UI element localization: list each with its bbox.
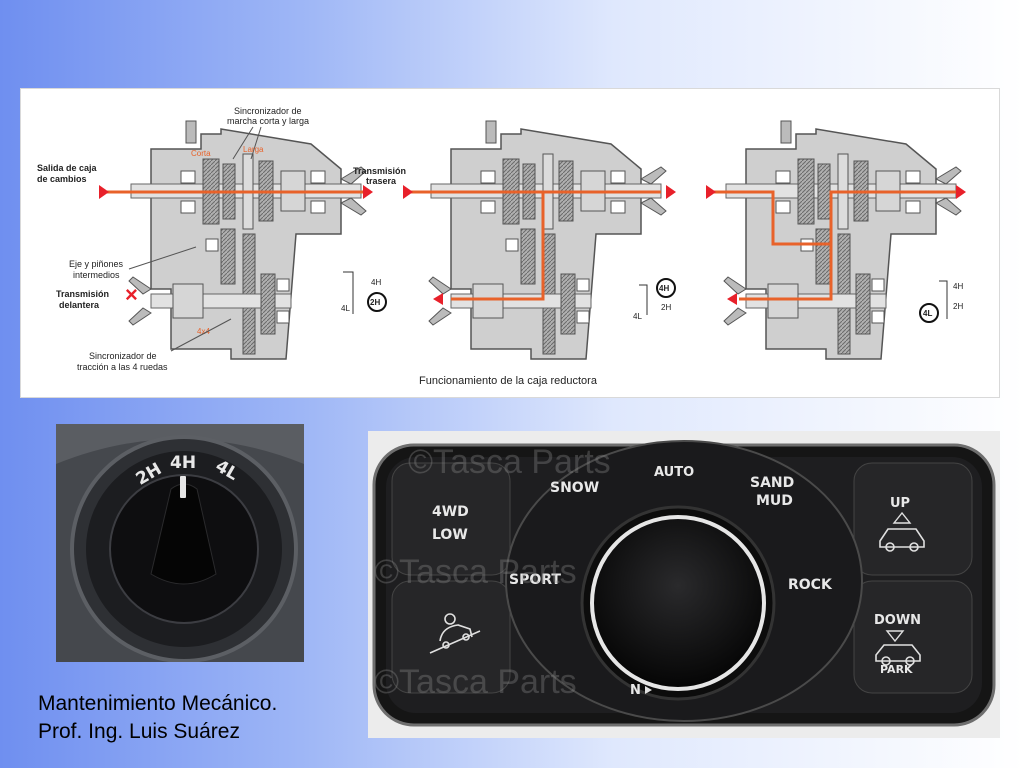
mode-snow[interactable]: SNOW [550, 480, 599, 496]
knob-label-4h: 4H [170, 453, 196, 473]
mode-4l-top: 4H [953, 282, 963, 291]
label-front-transmission-2: delantera [59, 300, 100, 310]
mode-4h-bottom: 4L [633, 312, 642, 321]
park-label: PARK [880, 663, 913, 676]
mode-rock[interactable]: ROCK [788, 577, 833, 593]
down-triangle-icon [885, 630, 905, 643]
diagram-mode-4l: 4H 2H 4L [706, 120, 966, 360]
vehicle-lower-icon [875, 644, 921, 666]
mode-sport[interactable]: SPORT [509, 572, 561, 588]
mode-4h-circled: 4H [659, 284, 669, 293]
n-arrow-icon [645, 686, 652, 694]
course-title: Mantenimiento Mecánico. [38, 692, 278, 715]
label-gearbox-output-1: Salida de caja [37, 163, 98, 173]
mode-sand-label[interactable]: SAND [750, 475, 794, 491]
down-label: DOWN [874, 613, 921, 628]
4wd-low-label-2: LOW [432, 527, 468, 543]
label-front-transmission-1: Transmisión [56, 289, 109, 299]
diagram-mode-4h: 4H 2H 4L [403, 120, 676, 360]
label-countershaft-2: intermedios [73, 270, 120, 280]
watermark-bottom: ©Tasca Parts [374, 663, 577, 701]
watermark-middle: ©Tasca Parts [374, 553, 577, 591]
author-name: Prof. Ing. Luis Suárez [38, 720, 240, 743]
label-sync-4wd-2: tracción a las 4 ruedas [77, 362, 168, 372]
mode-2h-top: 4H [371, 278, 381, 287]
label-countershaft-1: Eje y piñones [69, 259, 124, 269]
hill-descent-icon [429, 613, 481, 654]
mode-n[interactable]: N [630, 683, 641, 698]
label-larga: Larga [243, 145, 264, 154]
label-corta: Corta [191, 149, 211, 158]
diagram-caption: Funcionamiento de la caja reductora [419, 375, 598, 387]
up-label: UP [890, 496, 910, 511]
label-sync-high-low-2: marcha corta y larga [227, 116, 309, 126]
transfer-case-diagram: × 4H 2H 4L 4H 2H 4L 4H 2H 4L Sincronizad… [20, 88, 1000, 398]
mode-4h-middle: 2H [661, 303, 671, 312]
mode-2h-bottom: 4L [341, 304, 350, 313]
vehicle-raise-icon [879, 528, 925, 552]
transfer-case-illustration: × 4H 2H 4L 4H 2H 4L 4H 2H 4L Sincronizad… [37, 106, 966, 387]
label-sync-high-low-1: Sincronizador de [234, 106, 302, 116]
down-park-button[interactable] [853, 580, 973, 694]
knob-photo: 2H 4H 4L [56, 424, 304, 662]
slide-footer: Mantenimiento Mecánico. Prof. Ing. Luis … [38, 690, 277, 746]
4wd-low-button[interactable] [391, 462, 511, 576]
transfer-case-selector-knob: 2H 4H 4L [56, 424, 304, 662]
label-sync-4wd-1: Sincronizador de [89, 351, 157, 361]
label-rear-transmission-2: trasera [366, 176, 397, 186]
hill-descent-button[interactable] [391, 580, 511, 694]
knob-indicator [180, 476, 186, 498]
terrain-panel-photo: ©Tasca Parts 4WD LOW SNOW AUTO SAND MUD … [368, 431, 1000, 738]
mode-4l-circled: 4L [923, 309, 932, 318]
label-rear-transmission-1: Transmisión [353, 166, 406, 176]
up-button[interactable] [853, 462, 973, 576]
diagram-mode-2h: × 4H 2H 4L [99, 120, 387, 360]
mode-mud-label[interactable]: MUD [756, 493, 793, 509]
4wd-low-label-1: 4WD [432, 504, 469, 520]
terrain-selector-panel: ©Tasca Parts 4WD LOW SNOW AUTO SAND MUD … [368, 431, 1000, 738]
mode-2h-circled: 2H [370, 298, 380, 307]
mode-auto[interactable]: AUTO [654, 465, 694, 480]
label-gearbox-output-2: de cambios [37, 174, 87, 184]
mode-4l-middle: 2H [953, 302, 963, 311]
svg-text:×: × [125, 282, 138, 307]
label-4x4: 4x4 [197, 327, 210, 336]
terrain-mode-dial[interactable] [590, 515, 766, 691]
watermark-top: ©Tasca Parts [408, 443, 611, 481]
up-triangle-icon [892, 511, 912, 524]
